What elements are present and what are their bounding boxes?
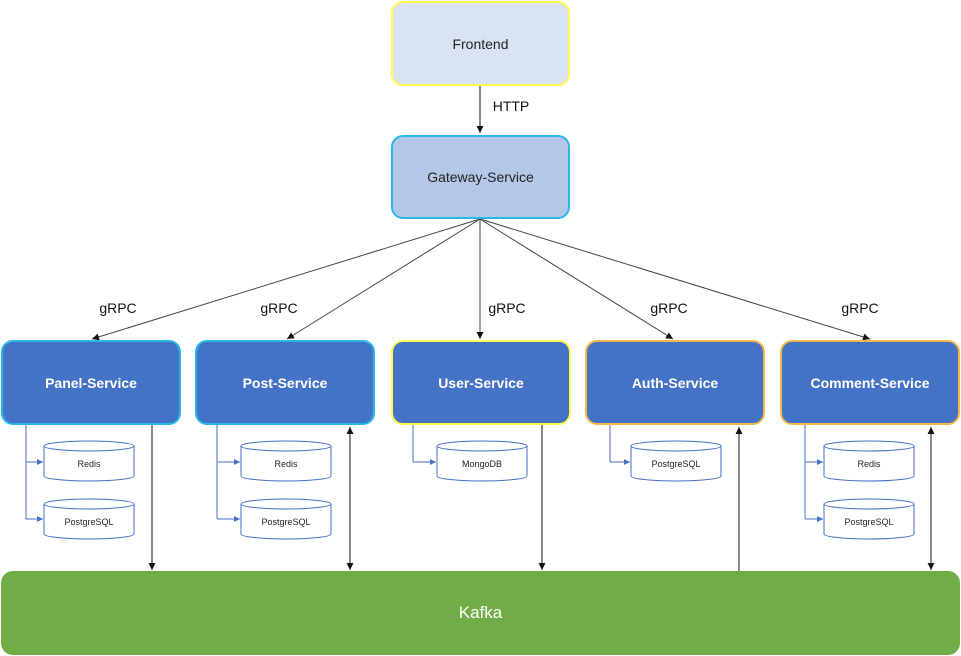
- db-label-user-mongodb: MongoDB: [461, 459, 503, 469]
- frontend-node: Frontend: [391, 1, 570, 86]
- user-service-label: User-Service: [438, 374, 524, 391]
- database-cylinder-auth-postgresql: [630, 440, 722, 482]
- database-cylinder-user-mongodb: [436, 440, 528, 482]
- user-service-node: User-Service: [391, 340, 571, 425]
- database-cylinder-post-postgresql: [240, 498, 332, 540]
- edge-gateway-panel: [91, 218, 481, 341]
- db-label-auth-postgresql: PostgreSQL: [651, 459, 701, 469]
- db-connector-panel: [25, 425, 43, 520]
- edge-label-http: HTTP: [492, 98, 530, 114]
- database-cylinder-comment-postgresql: [823, 498, 915, 540]
- db-label-panel-redis: Redis: [77, 459, 101, 469]
- kafka-label: Kafka: [458, 603, 503, 622]
- gateway-service-label: Gateway-Service: [427, 169, 534, 185]
- edge-label-grpc-comment: gRPC: [841, 300, 879, 316]
- db-label-post-redis: Redis: [274, 459, 298, 469]
- comment-service-node: Comment-Service: [780, 340, 960, 425]
- post-service-node: Post-Service: [195, 340, 375, 425]
- auth-service-node: Auth-Service: [585, 340, 765, 425]
- edge-label-grpc-post: gRPC: [260, 300, 298, 316]
- db-label-post-postgresql: PostgreSQL: [261, 517, 311, 527]
- db-label-panel-postgresql: PostgreSQL: [64, 517, 114, 527]
- gateway-service-node: Gateway-Service: [391, 135, 570, 219]
- panel-service-node: Panel-Service: [1, 340, 181, 425]
- database-cylinder-panel-postgresql: [43, 498, 135, 540]
- db-label-comment-redis: Redis: [857, 459, 881, 469]
- auth-service-label: Auth-Service: [631, 374, 719, 391]
- database-cylinder-panel-redis: [43, 440, 135, 482]
- edge-gateway-auth: [479, 218, 674, 340]
- edge-gateway-post: [286, 218, 481, 340]
- post-service-label: Post-Service: [242, 374, 328, 391]
- frontend-label: Frontend: [452, 35, 509, 52]
- edge-label-grpc-auth: gRPC: [650, 300, 688, 316]
- database-cylinder-comment-redis: [823, 440, 915, 482]
- database-cylinder-post-redis: [240, 440, 332, 482]
- kafka-node: Kafka: [1, 571, 960, 655]
- edge-label-grpc-panel: gRPC: [99, 300, 137, 316]
- edge-gateway-comment: [479, 218, 871, 341]
- db-label-comment-postgresql: PostgreSQL: [844, 517, 894, 527]
- comment-service-label: Comment-Service: [810, 374, 930, 391]
- edge-label-grpc-user: gRPC: [488, 300, 526, 316]
- panel-service-label: Panel-Service: [45, 374, 137, 391]
